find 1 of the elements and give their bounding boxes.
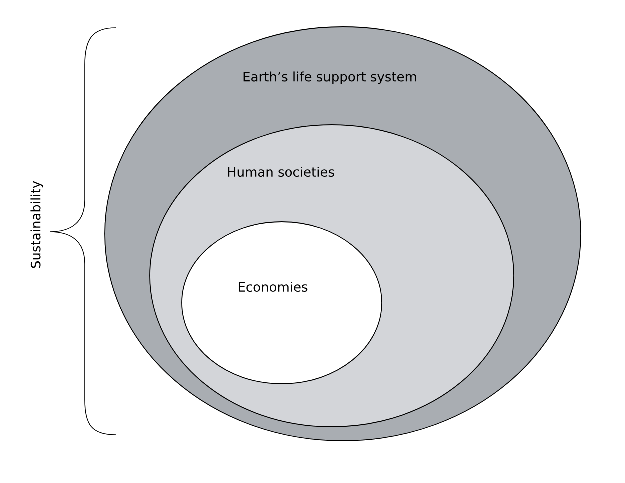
brace-label: Sustainability [30, 181, 44, 268]
